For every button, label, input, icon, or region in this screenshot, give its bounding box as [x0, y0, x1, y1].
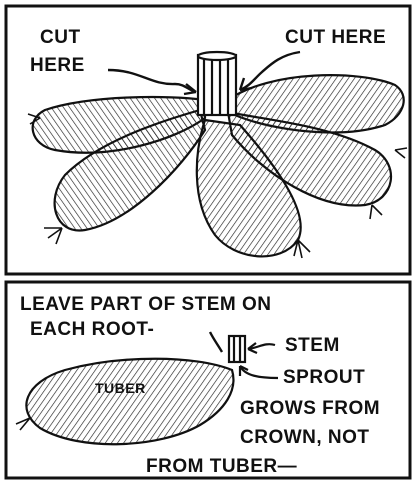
- sprout-line-1: SPROUT: [283, 368, 365, 387]
- cut-arrow-left: [108, 70, 196, 92]
- tuber-label: TUBER: [95, 381, 146, 395]
- sprout-line-4: FROM TUBER—: [146, 457, 297, 476]
- caption-line-2: EACH ROOT-: [30, 320, 154, 339]
- sprout-line-3: CROWN, NOT: [240, 428, 370, 447]
- cut-label-left-2: HERE: [30, 56, 85, 75]
- stem-piece: [229, 336, 245, 362]
- root-cluster: [28, 52, 407, 258]
- caption-line-1: LEAVE PART OF STEM ON: [20, 295, 272, 314]
- sprout: [210, 332, 222, 352]
- cut-label-right: CUT HERE: [285, 28, 386, 47]
- tuber-single: [26, 359, 233, 444]
- sprout-line-2: GROWS FROM: [240, 399, 380, 418]
- stem-label: STEM: [285, 336, 340, 355]
- cut-label-left-1: CUT: [40, 28, 81, 47]
